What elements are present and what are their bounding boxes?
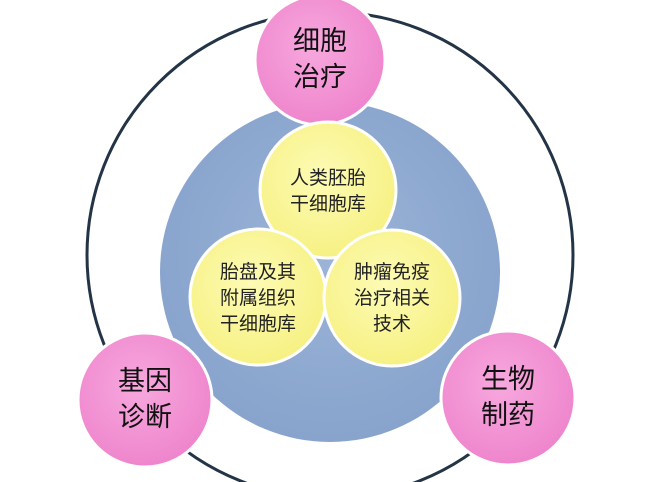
label-tumor-immunotherapy: 肿瘤免疫 治疗相关 技术 — [353, 261, 430, 335]
node-tumor-immunotherapy — [322, 228, 462, 368]
label-gene-diagnosis: 基因 诊断 — [118, 366, 172, 433]
label-embryonic-stem-cell-bank: 人类胚胎 干细胞库 — [289, 167, 366, 215]
label-bio-pharma: 生物 制药 — [481, 364, 535, 431]
node-embryonic-stem-cell-bank — [258, 120, 398, 260]
label-cell-therapy: 细胞 治疗 — [293, 26, 347, 93]
node-bio-pharma — [439, 329, 577, 467]
label-placenta-stem-cell-bank: 胎盘及其 附属组织 干细胞库 — [219, 261, 296, 335]
node-gene-diagnosis — [76, 331, 214, 469]
